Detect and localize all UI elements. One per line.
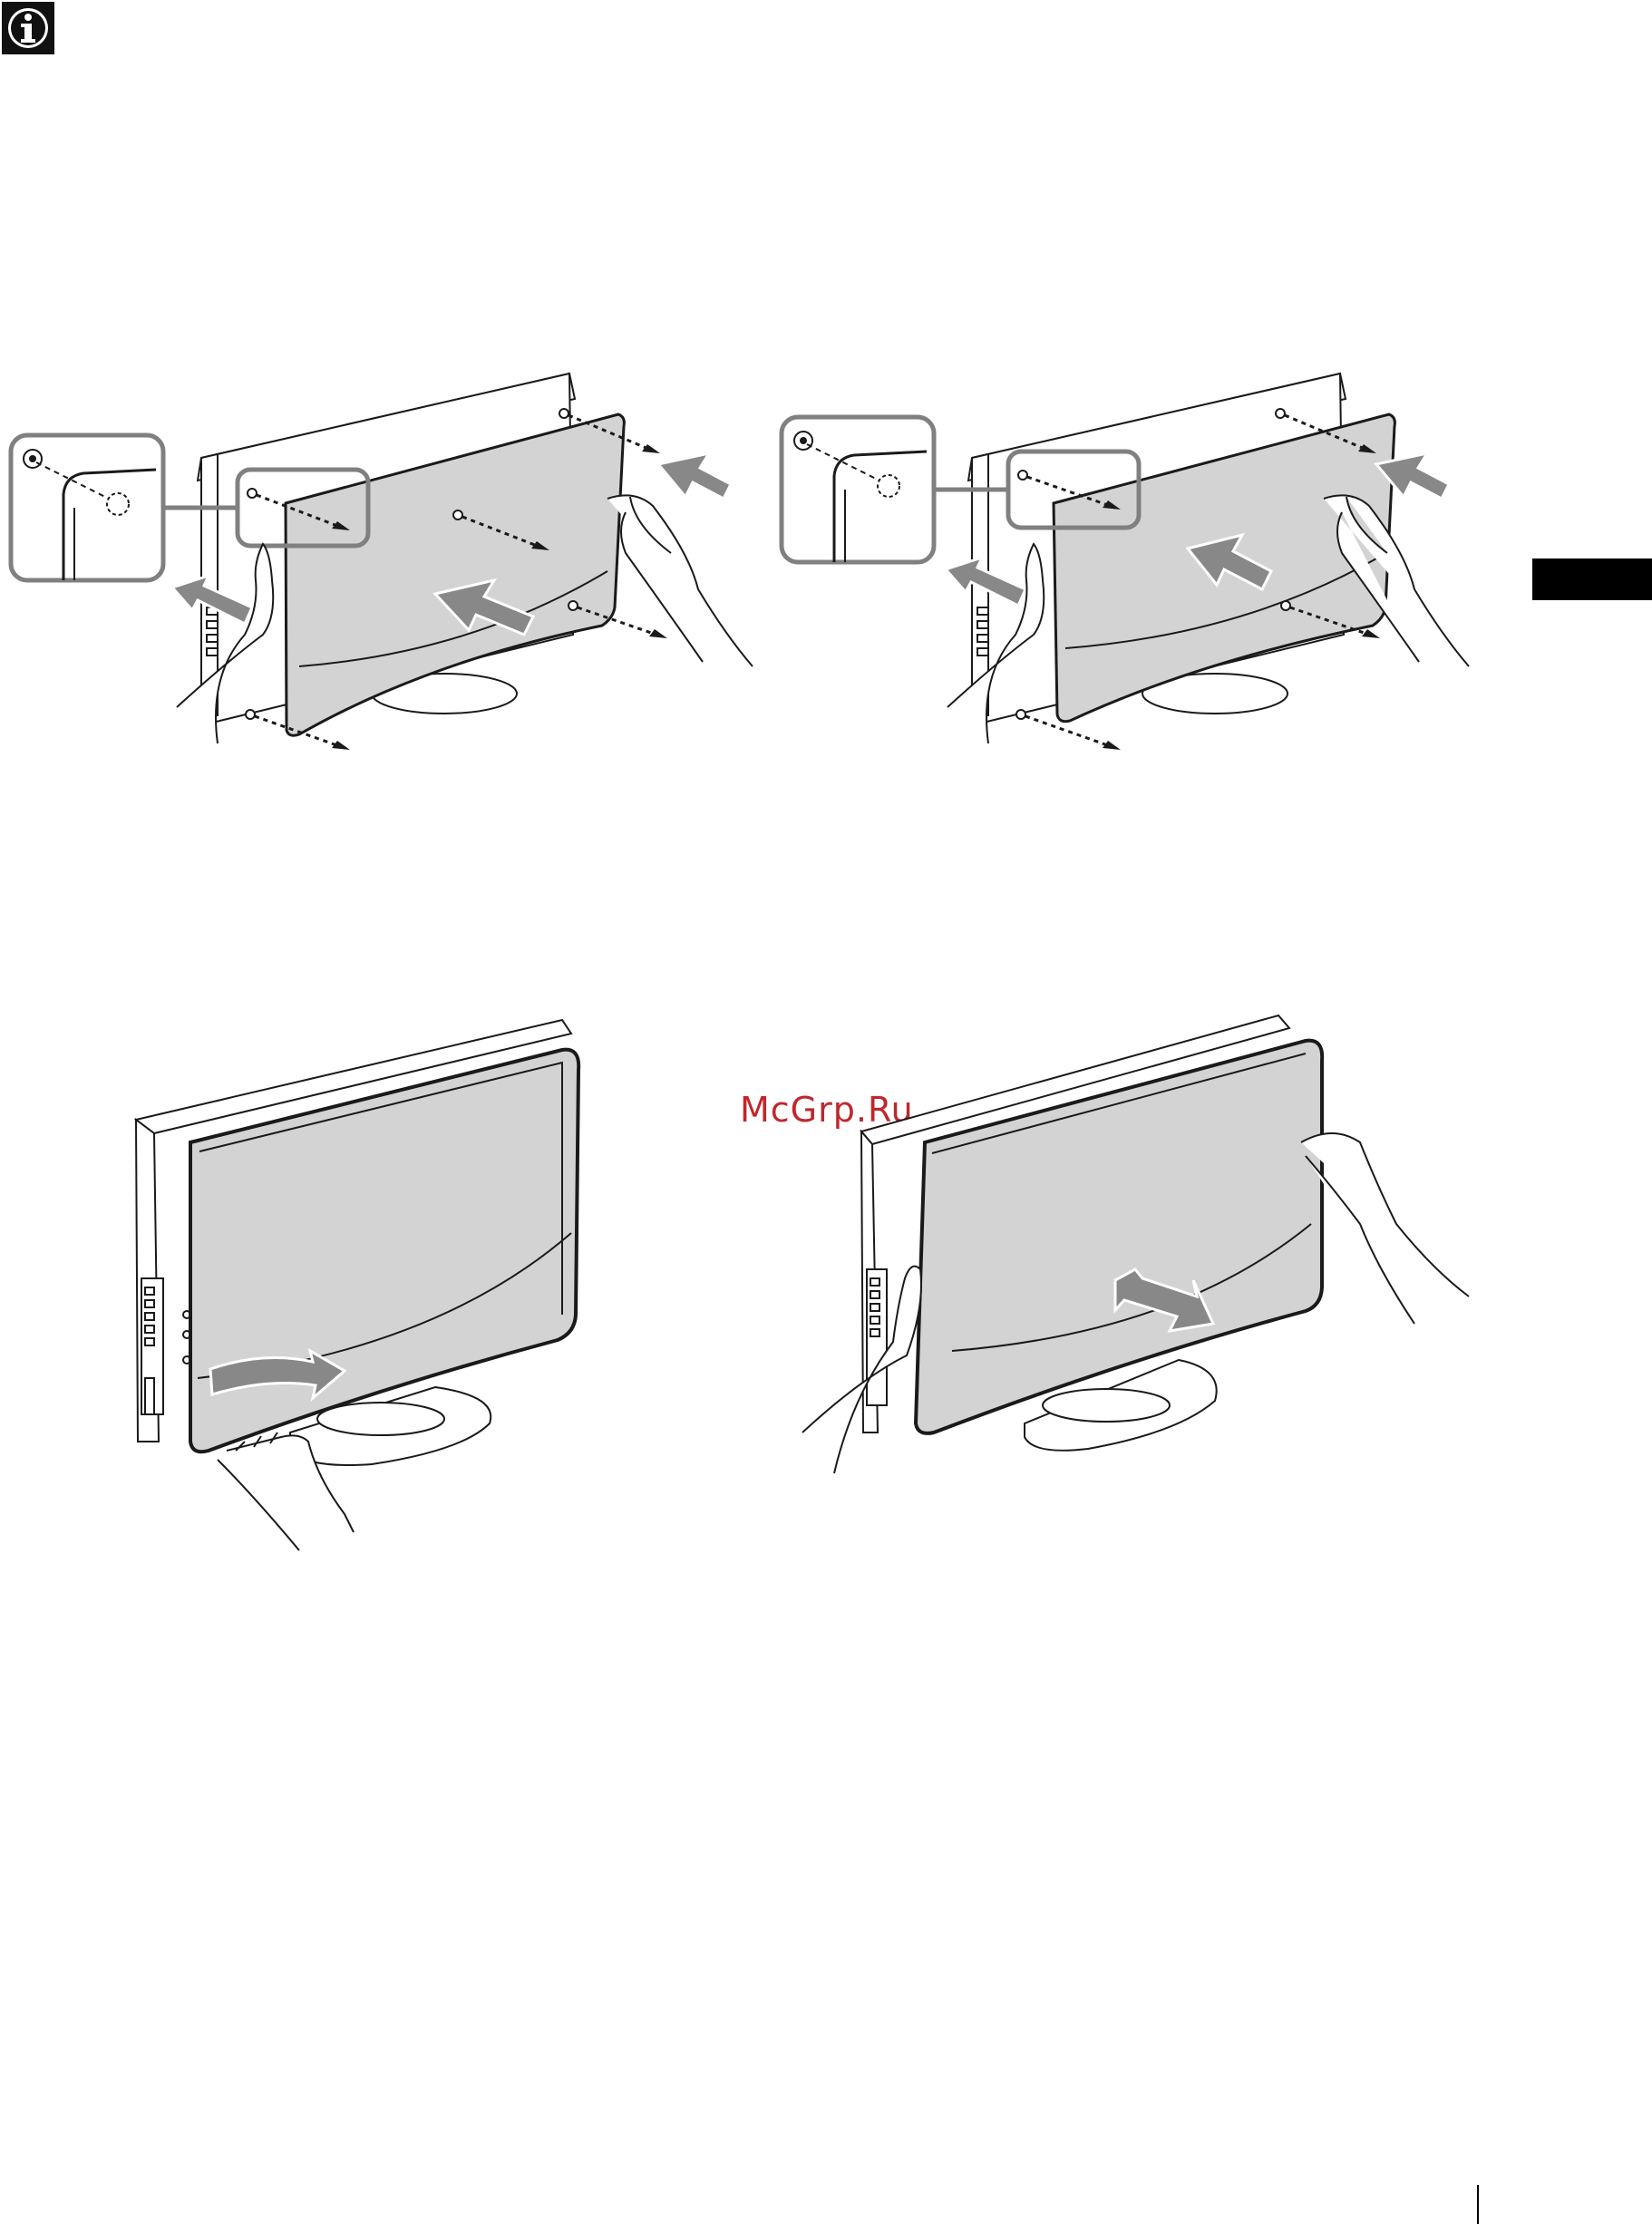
figure-remove-cover-1 xyxy=(109,1006,617,1550)
section-tab xyxy=(1532,558,1652,600)
info-icon xyxy=(2,2,54,54)
figure-attach-cover-2 xyxy=(771,363,1496,780)
figure-remove-cover-2 xyxy=(798,997,1487,1505)
page-marker xyxy=(1477,2185,1479,2224)
figure-attach-cover-1 xyxy=(0,363,762,780)
